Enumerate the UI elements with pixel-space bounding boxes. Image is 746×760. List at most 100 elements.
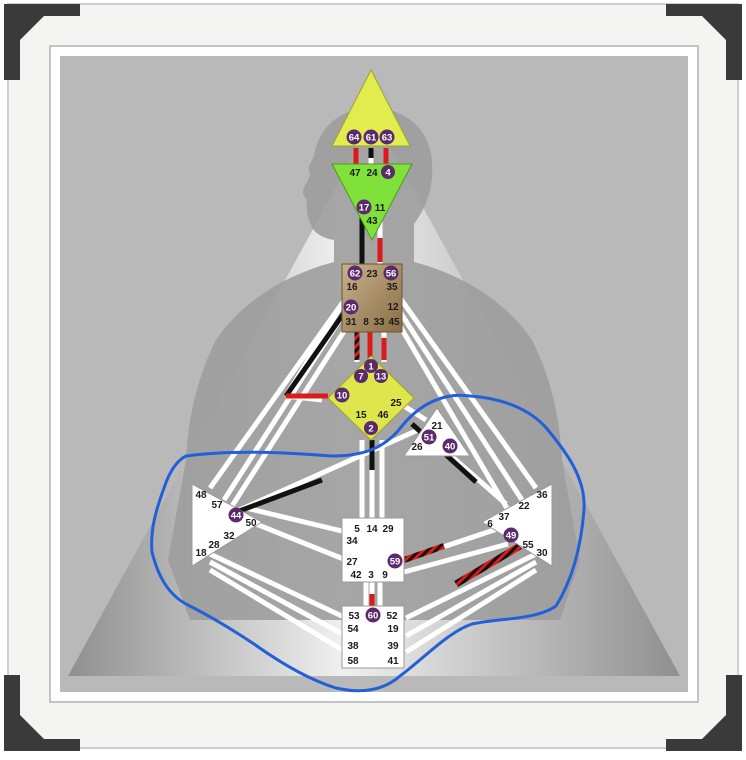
gate-48: 48 [195, 490, 207, 501]
svg-text:21: 21 [431, 421, 443, 432]
gate-46: 46 [377, 410, 389, 421]
svg-text:30: 30 [536, 548, 548, 559]
gate-10: 10 [334, 387, 350, 403]
svg-text:31: 31 [345, 317, 357, 328]
svg-text:56: 56 [386, 269, 397, 280]
gate-40: 40 [442, 438, 458, 454]
gate-42: 42 [350, 570, 362, 581]
svg-text:49: 49 [506, 531, 517, 542]
svg-text:24: 24 [366, 168, 378, 179]
gate-7: 7 [354, 369, 368, 383]
gate-54: 54 [347, 624, 359, 635]
gate-61: 61 [363, 129, 379, 145]
svg-text:64: 64 [349, 133, 360, 144]
spleen-center-shape [191, 483, 263, 567]
svg-text:17: 17 [359, 203, 370, 214]
gate-12: 12 [387, 302, 399, 313]
svg-text:29: 29 [382, 524, 394, 535]
gate-55: 55 [522, 540, 534, 551]
gate-13: 13 [374, 369, 388, 383]
gate-17: 17 [356, 199, 372, 215]
svg-text:34: 34 [346, 536, 358, 547]
svg-text:20: 20 [346, 303, 357, 314]
gate-16: 16 [346, 282, 358, 293]
gate-markers: 64 61 63 47 24 4 17 11 43 62 23 56 16 35… [195, 129, 548, 667]
svg-text:27: 27 [346, 557, 358, 568]
highlight-outline [150, 393, 586, 693]
gate-36: 36 [536, 490, 548, 501]
gate-60: 60 [365, 607, 381, 623]
svg-text:15: 15 [355, 410, 367, 421]
gate-4: 4 [381, 165, 395, 179]
gate-30: 30 [536, 548, 548, 559]
gate-53: 53 [348, 611, 360, 622]
gate-28: 28 [208, 540, 220, 551]
svg-text:23: 23 [366, 269, 378, 280]
solar-plexus-center-shape [481, 483, 553, 567]
gate-8: 8 [363, 317, 369, 328]
corner-bracket-bottom-right [666, 675, 742, 751]
svg-text:51: 51 [424, 433, 435, 444]
gate-57: 57 [211, 500, 223, 511]
svg-text:37: 37 [498, 512, 510, 523]
gate-51: 51 [421, 429, 437, 445]
svg-text:10: 10 [337, 391, 348, 402]
svg-text:48: 48 [195, 490, 207, 501]
gate-39: 39 [387, 641, 399, 652]
svg-text:26: 26 [411, 442, 423, 453]
svg-text:54: 54 [347, 624, 359, 635]
gate-35: 35 [386, 282, 398, 293]
svg-text:25: 25 [390, 398, 402, 409]
gate-45: 45 [388, 317, 400, 328]
gate-29: 29 [382, 524, 394, 535]
corner-bracket-top-right [666, 4, 742, 80]
svg-text:38: 38 [347, 641, 359, 652]
svg-text:14: 14 [366, 524, 378, 535]
gate-50: 50 [245, 518, 257, 529]
gate-43: 43 [366, 216, 378, 227]
gate-59: 59 [387, 553, 403, 569]
gate-1: 1 [364, 359, 378, 373]
gate-20: 20 [343, 299, 359, 315]
gate-56: 56 [383, 265, 399, 281]
svg-text:58: 58 [347, 656, 359, 667]
svg-text:55: 55 [522, 540, 534, 551]
svg-text:61: 61 [366, 133, 377, 144]
svg-text:60: 60 [368, 611, 379, 622]
gate-3: 3 [368, 570, 374, 581]
svg-text:33: 33 [373, 317, 385, 328]
gate-22: 22 [518, 501, 530, 512]
gate-11: 11 [375, 203, 386, 214]
gate-37: 37 [498, 512, 510, 523]
svg-text:3: 3 [368, 570, 374, 581]
gate-64: 64 [346, 129, 362, 145]
gate-58: 58 [347, 656, 359, 667]
svg-text:57: 57 [211, 500, 223, 511]
sacral-center-shape [341, 517, 405, 583]
svg-text:18: 18 [195, 548, 207, 559]
gate-62: 62 [347, 265, 363, 281]
svg-text:39: 39 [387, 641, 399, 652]
centers [191, 68, 553, 669]
svg-text:2: 2 [368, 424, 373, 435]
head-center-shape [331, 68, 411, 147]
svg-text:4: 4 [385, 168, 391, 179]
svg-text:62: 62 [350, 269, 361, 280]
gate-44: 44 [228, 507, 244, 523]
svg-text:43: 43 [366, 216, 378, 227]
corner-bracket-bottom-left [4, 675, 80, 751]
gate-18: 18 [195, 548, 207, 559]
svg-text:22: 22 [518, 501, 530, 512]
gate-24: 24 [366, 168, 378, 179]
svg-text:32: 32 [223, 531, 235, 542]
gate-41: 41 [387, 656, 399, 667]
gate-38: 38 [347, 641, 359, 652]
svg-text:28: 28 [208, 540, 220, 551]
gate-15: 15 [355, 410, 367, 421]
corner-bracket-top-left [4, 4, 80, 80]
svg-text:40: 40 [445, 442, 456, 453]
gate-25: 25 [390, 398, 402, 409]
gate-23: 23 [366, 269, 378, 280]
